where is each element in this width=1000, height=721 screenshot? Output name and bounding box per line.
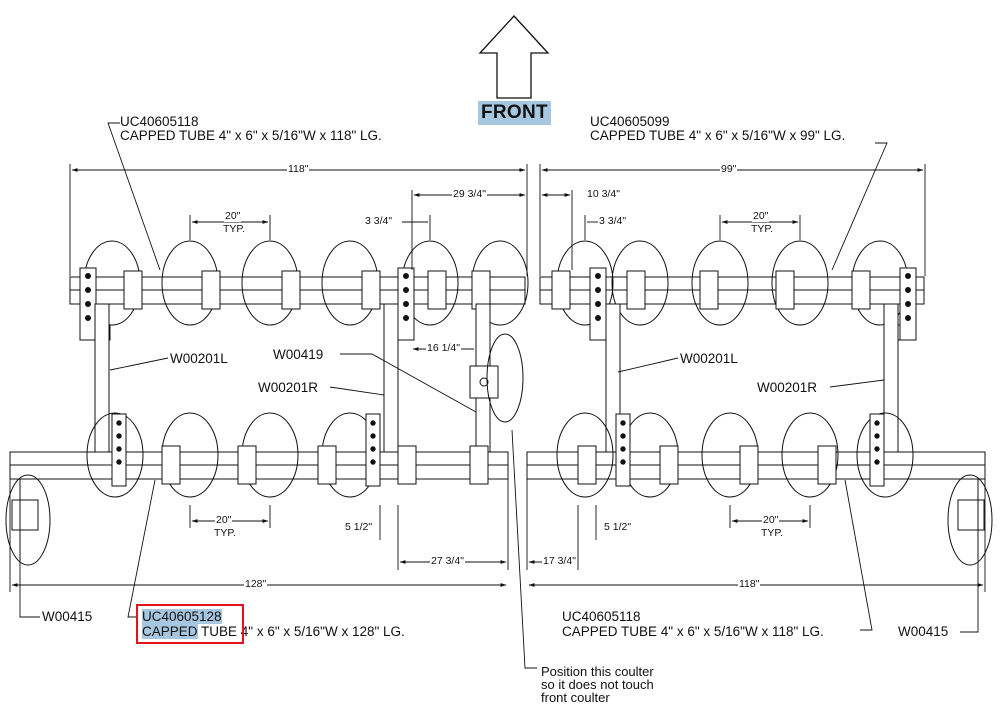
dim-typ-top-right: TYP. xyxy=(750,223,774,235)
dim-typ-top-left: TYP. xyxy=(222,223,246,235)
dim-spacing-top-right: 20" xyxy=(752,210,770,222)
label-w00201l-right: W00201L xyxy=(680,351,738,366)
dim-spacing-top-left: 20" xyxy=(224,210,242,222)
dim-bottom-left-overall: 128" xyxy=(244,578,268,590)
note-line-3: front coulter xyxy=(541,690,610,705)
bottom-right-tube-desc: CAPPED TUBE 4" x 6" x 5/16"W x 118" LG. xyxy=(562,624,824,639)
top-right-tube-desc: CAPPED TUBE 4" x 6" x 5/16"W x 99" LG. xyxy=(590,128,846,143)
dim-bottom-center-offset: 27 3/4" xyxy=(430,555,465,567)
dim-bottom-right-offset: 17 3/4" xyxy=(542,555,577,567)
dim-top-center-offset: 29 3/4" xyxy=(452,188,487,200)
frame-brackets xyxy=(94,303,899,455)
dim-typ-bottom-left: TYP. xyxy=(213,527,237,539)
front-arrow-icon xyxy=(478,15,550,99)
dim-disc-offset-left: 3 3/4" xyxy=(364,215,394,227)
dim-bottom-offset-right: 5 1/2" xyxy=(603,521,633,533)
bottom-left-tube-code-text: UC40605128 xyxy=(142,609,222,624)
note-line-1: Position this coulter xyxy=(541,664,654,679)
bottom-right-toolbar xyxy=(526,412,993,566)
dim-spacing-bottom-right: 20" xyxy=(762,514,780,526)
dim-disc-offset-right: 3 3/4" xyxy=(598,215,628,227)
dim-spacing-bottom-left: 20" xyxy=(215,514,233,526)
bottom-left-tube-code: UC40605128 xyxy=(142,609,222,624)
note-line-2: so it does not touch xyxy=(541,677,654,692)
dimension-lines xyxy=(9,164,986,592)
label-w00201r-left: W00201R xyxy=(258,380,319,395)
bottom-left-toolbar xyxy=(5,412,509,566)
dim-bottom-right-overall: 118" xyxy=(738,578,761,590)
dim-top-right-overall: 99" xyxy=(720,163,738,175)
front-direction-label: FRONT xyxy=(478,101,551,125)
top-left-tube-code: UC40605118 xyxy=(120,114,199,129)
top-right-tube-code: UC40605099 xyxy=(590,114,670,129)
label-w00201l-left: W00201L xyxy=(170,351,228,366)
label-w00201r-right: W00201R xyxy=(757,380,818,395)
label-w00419: W00419 xyxy=(273,347,324,362)
coulter-position-note: Position this coulter so it does not tou… xyxy=(541,665,654,704)
top-left-tube-desc: CAPPED TUBE 4" x 6" x 5/16"W x 118" LG. xyxy=(120,128,382,143)
bottom-left-tube-desc-highlight: CAPPED xyxy=(142,624,198,639)
bottom-left-tube-desc-rest: TUBE 4" x 6" x 5/16"W x 128" LG. xyxy=(197,624,405,639)
callout-highlight-box xyxy=(136,604,244,644)
bottom-right-tube-code: UC40605118 xyxy=(562,609,641,624)
dim-center-coulter: 16 1/4" xyxy=(426,342,461,354)
top-left-toolbar xyxy=(69,240,529,341)
bottom-left-tube-desc: CAPPED TUBE 4" x 6" x 5/16"W x 128" LG. xyxy=(142,624,405,639)
dim-top-left-overall: 118" xyxy=(287,163,310,175)
top-right-toolbar xyxy=(539,240,925,341)
dim-typ-bottom-right: TYP. xyxy=(760,527,784,539)
dim-top-right-offset: 10 3/4" xyxy=(586,188,621,200)
leader-lines xyxy=(19,122,979,669)
label-w00415-left: W00415 xyxy=(42,609,93,624)
dim-bottom-offset-left: 5 1/2" xyxy=(344,521,374,533)
label-w00415-right: W00415 xyxy=(898,624,949,639)
